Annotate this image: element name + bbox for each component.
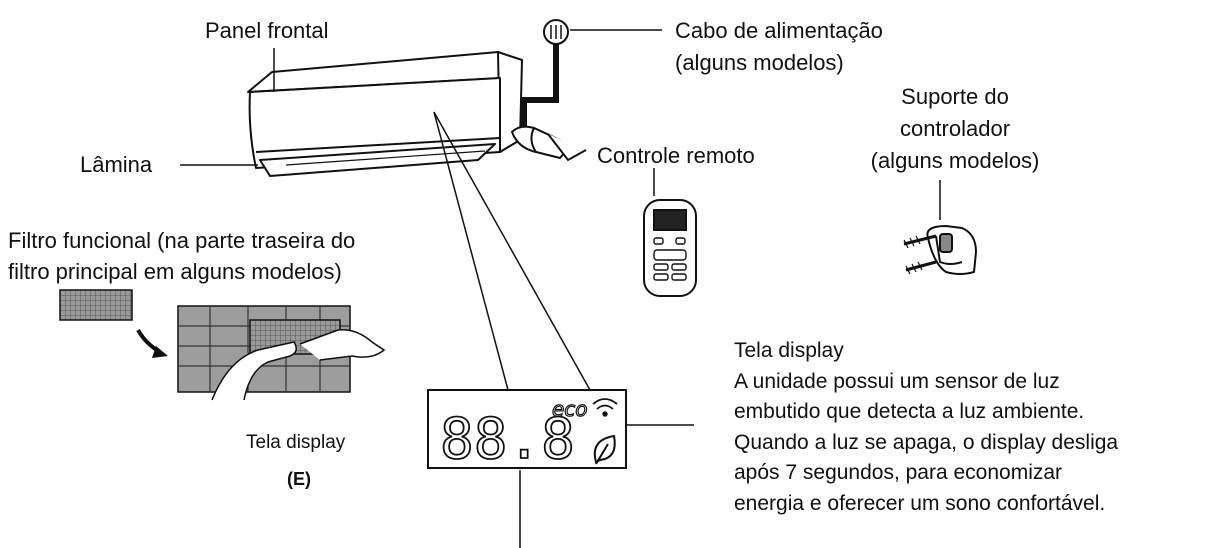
- display-variant-label: (E): [287, 469, 311, 489]
- wifi-icon: [592, 398, 618, 417]
- filter-label-line1: Filtro funcional (na parte traseira do: [8, 228, 356, 253]
- description-line: embutido que detecta a luz ambiente.: [734, 400, 1085, 423]
- power-cable-label-line2: (alguns modelos): [675, 50, 844, 75]
- description-title: Tela display: [734, 339, 844, 362]
- holder-label-line3: (alguns modelos): [870, 148, 1040, 173]
- display-description: Tela display A unidade possui um sensor …: [734, 336, 1118, 519]
- holder-label-line2: controlador: [899, 116, 1011, 141]
- drain-pipe: [510, 125, 587, 162]
- description-line: energia e oferecer um sono confortável.: [734, 491, 1106, 515]
- leaf-icon: [593, 434, 616, 465]
- description-line: após 7 segundos, para economizar: [734, 461, 1063, 484]
- remote-control: [643, 199, 697, 297]
- display-digits: 88.8: [440, 407, 575, 472]
- filter-label-line2: filtro principal em alguns modelos): [8, 259, 342, 284]
- leader-lines: [180, 29, 941, 548]
- functional-filter: [59, 289, 168, 358]
- description-line: A unidade possui um sensor de luz: [734, 369, 1060, 393]
- front-panel-label: Panel frontal: [205, 18, 329, 43]
- unit-louver: [259, 143, 496, 177]
- display-panel: 88.8 eco: [427, 389, 627, 473]
- eco-indicator: eco: [552, 397, 588, 421]
- power-cable-label-line1: Cabo de alimentação: [675, 18, 883, 43]
- unit-panel-seam: [255, 137, 501, 153]
- holder-label-line1: Suporte do: [901, 84, 1009, 109]
- main-filter: [177, 305, 386, 401]
- description-line: Quando a luz se apaga, o display desliga: [734, 430, 1119, 454]
- power-cable: [521, 19, 569, 128]
- display-screen-label: Tela display: [246, 432, 346, 453]
- indoor-unit: [247, 51, 523, 177]
- remote-control-label: Controle remoto: [597, 143, 755, 168]
- louver-label: Lâmina: [80, 152, 153, 177]
- remote-holder: [903, 224, 978, 275]
